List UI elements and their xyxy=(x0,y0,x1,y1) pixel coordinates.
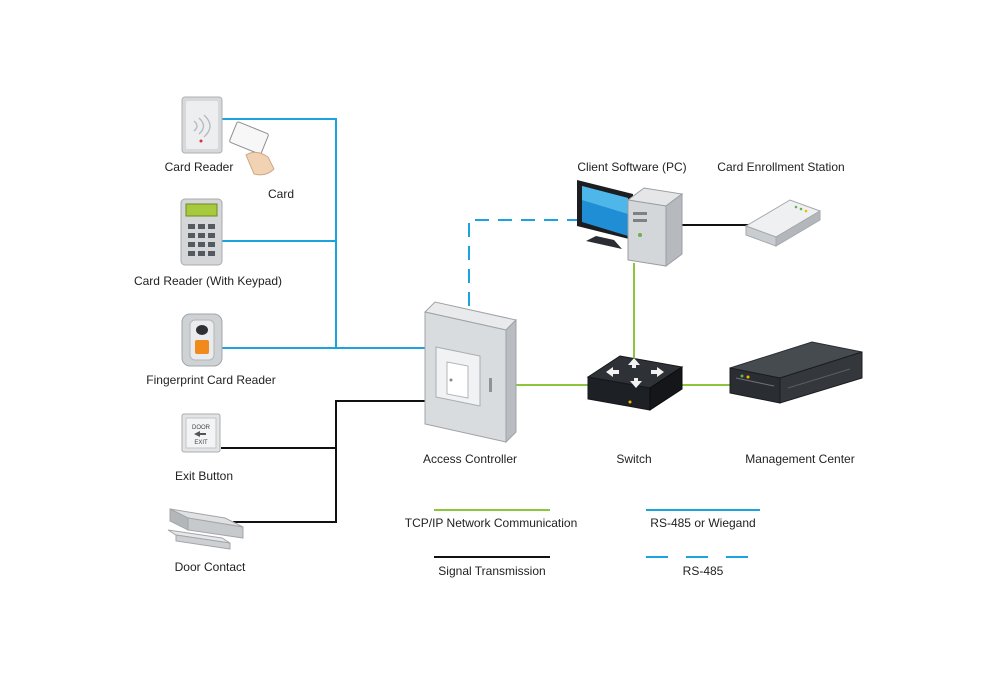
access-controller-icon xyxy=(424,301,517,444)
legend-tcpip-label: TCP/IP Network Communication xyxy=(405,516,578,530)
legend-rs485-wiegand-label: RS-485 or Wiegand xyxy=(650,516,755,530)
signal-lines xyxy=(221,224,750,523)
client-pc-icon xyxy=(577,180,684,267)
legend: TCP/IP Network Communication RS-485 or W… xyxy=(405,509,760,578)
controller-signal-line xyxy=(233,400,425,523)
access-controller-label: Access Controller xyxy=(423,452,517,466)
door-contact-icon xyxy=(167,508,244,550)
rs485-wiegand-lines xyxy=(222,118,425,349)
card-enrollment-icon xyxy=(744,199,822,247)
card-icon xyxy=(229,121,275,176)
card-reader-line xyxy=(222,118,337,348)
rs485-dashed-line xyxy=(468,219,578,306)
management-center-icon xyxy=(729,341,863,404)
switch-label: Switch xyxy=(616,452,651,466)
keypad-reader-label: Card Reader (With Keypad) xyxy=(134,274,282,288)
switch-arrows-icon xyxy=(606,358,664,388)
legend-signal-label: Signal Transmission xyxy=(438,564,545,578)
exit-button-bottom-text: EXIT xyxy=(194,440,208,446)
switch-icon xyxy=(586,355,684,411)
exit-button-top-text: DOOR xyxy=(192,425,211,431)
fingerprint-reader-label: Fingerprint Card Reader xyxy=(146,373,275,387)
client-software-label: Client Software (PC) xyxy=(577,160,686,174)
exit-button-label: Exit Button xyxy=(175,469,233,483)
exit-button-icon: DOOR EXIT xyxy=(181,413,221,453)
card-label: Card xyxy=(268,187,294,201)
management-center-label: Management Center xyxy=(745,452,854,466)
card-reader-label: Card Reader xyxy=(165,160,234,174)
keypad-reader-icon xyxy=(180,198,223,266)
card-reader-icon xyxy=(181,96,223,154)
door-contact-label: Door Contact xyxy=(175,560,246,574)
fingerprint-reader-icon xyxy=(181,313,223,367)
card-enrollment-label: Card Enrollment Station xyxy=(717,160,844,174)
connections xyxy=(221,118,752,523)
legend-rs485-label: RS-485 xyxy=(683,564,724,578)
